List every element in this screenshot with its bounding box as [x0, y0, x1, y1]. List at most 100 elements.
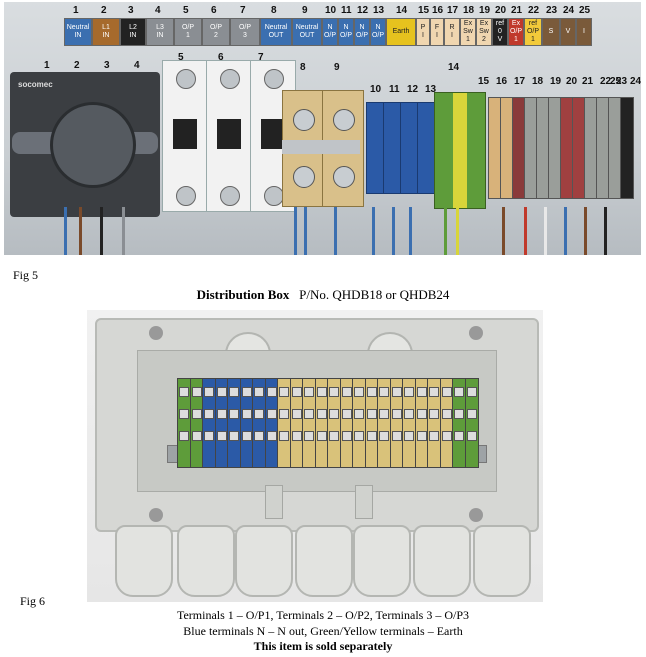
- row-number: 11: [389, 84, 400, 95]
- wire: [79, 207, 82, 255]
- row-number: 1: [44, 60, 50, 71]
- label-strip-number: 18: [463, 5, 475, 16]
- label-strip-number: 4: [155, 5, 161, 16]
- row-number: 10: [370, 84, 382, 95]
- junction-terminal: [364, 378, 379, 468]
- wire: [122, 207, 125, 255]
- isolator-switch: socomec: [10, 72, 160, 217]
- label-strip-number: 7: [240, 5, 246, 16]
- wire: [100, 207, 103, 255]
- label-strip-number: 13: [373, 5, 385, 16]
- caption-sold-separately: This item is sold separately: [253, 639, 393, 653]
- junction-terminal: [377, 378, 391, 468]
- wire: [444, 207, 447, 255]
- wire: [304, 207, 307, 255]
- label-strip-number: 20: [495, 5, 507, 16]
- wire: [564, 207, 567, 255]
- wire: [604, 207, 607, 255]
- isolator-knob: [50, 102, 136, 188]
- wire: [64, 207, 67, 255]
- label-strip-number: 9: [302, 5, 308, 16]
- caption-neutral-earth-line: Blue terminals N – N out, Green/Yellow t…: [183, 624, 463, 638]
- label-strip-tag: Earth: [386, 18, 416, 46]
- label-strip-number: 14: [396, 5, 408, 16]
- wire: [584, 207, 587, 255]
- label-strip-number: 11: [341, 5, 352, 16]
- fig6-photo: [87, 310, 543, 602]
- circuit-breaker-1: [162, 60, 208, 212]
- row-number: 13: [425, 84, 437, 95]
- junction-box-enclosure: [95, 318, 539, 532]
- row-number: 20: [566, 76, 578, 87]
- junction-terminal: [264, 378, 279, 468]
- wire: [456, 207, 459, 255]
- row-number: 14: [448, 62, 460, 73]
- label-strip-tag: I: [576, 18, 592, 46]
- wire: [372, 207, 375, 255]
- fig5-caption: Fig 5: [13, 268, 39, 282]
- junction-terminal: [302, 378, 316, 468]
- row-number: 12: [407, 84, 419, 95]
- row-number: 22: [600, 76, 612, 87]
- label-strip-number: 2: [101, 5, 107, 16]
- row-number: 7: [258, 52, 264, 63]
- row-number: 4: [134, 60, 140, 71]
- neutral-link-bar: [282, 140, 360, 154]
- cable-gland: [353, 525, 411, 597]
- label-strip-number: 24: [563, 5, 575, 16]
- label-strip-tag: V: [560, 18, 576, 46]
- label-strip-number: 6: [211, 5, 217, 16]
- cable-gland: [413, 525, 471, 597]
- caption-terminals-line: Terminals 1 – O/P1, Terminals 2 – O/P2, …: [176, 608, 470, 622]
- din-terminal: [620, 97, 634, 199]
- junction-terminal: [202, 378, 216, 468]
- row-number: 15: [478, 76, 490, 87]
- junction-terminal: [314, 378, 329, 468]
- cable-gland: [177, 525, 235, 597]
- row-number: 21: [582, 76, 594, 87]
- cable-gland: [115, 525, 173, 597]
- circuit-breaker-2: [206, 60, 252, 212]
- wire: [502, 207, 505, 255]
- label-strip-number: 21: [511, 5, 523, 16]
- label-strip-number: 17: [447, 5, 459, 16]
- enclosure-slot: [355, 485, 373, 519]
- label-strip-tag: S: [542, 18, 560, 46]
- junction-terminal: [464, 378, 479, 468]
- junction-terminal: [427, 378, 441, 468]
- row-number: 2: [74, 60, 80, 71]
- label-strip-number: 19: [479, 5, 491, 16]
- label-strip-number: 10: [325, 5, 337, 16]
- label-strip-number: 25: [579, 5, 591, 16]
- cable-gland: [473, 525, 531, 597]
- label-strip-number: 15: [418, 5, 430, 16]
- row-number: 17: [514, 76, 526, 87]
- junction-terminal: [277, 378, 291, 468]
- fig6-caption: Fig 6: [20, 594, 46, 608]
- cable-gland: [235, 525, 293, 597]
- wire: [409, 207, 412, 255]
- junction-terminal: [214, 378, 229, 468]
- row-number: 16: [496, 76, 508, 87]
- label-strip-number: 23: [546, 5, 558, 16]
- heading-part-number: P/No. QHDB18 or QHDB24: [299, 287, 450, 302]
- page-heading: Distribution Box P/No. QHDB18 or QHDB24: [0, 287, 646, 303]
- cable-gland: [295, 525, 353, 597]
- row-number: 23: [616, 76, 628, 87]
- enclosure-slot: [265, 485, 283, 519]
- earth-terminal-14: [434, 92, 486, 209]
